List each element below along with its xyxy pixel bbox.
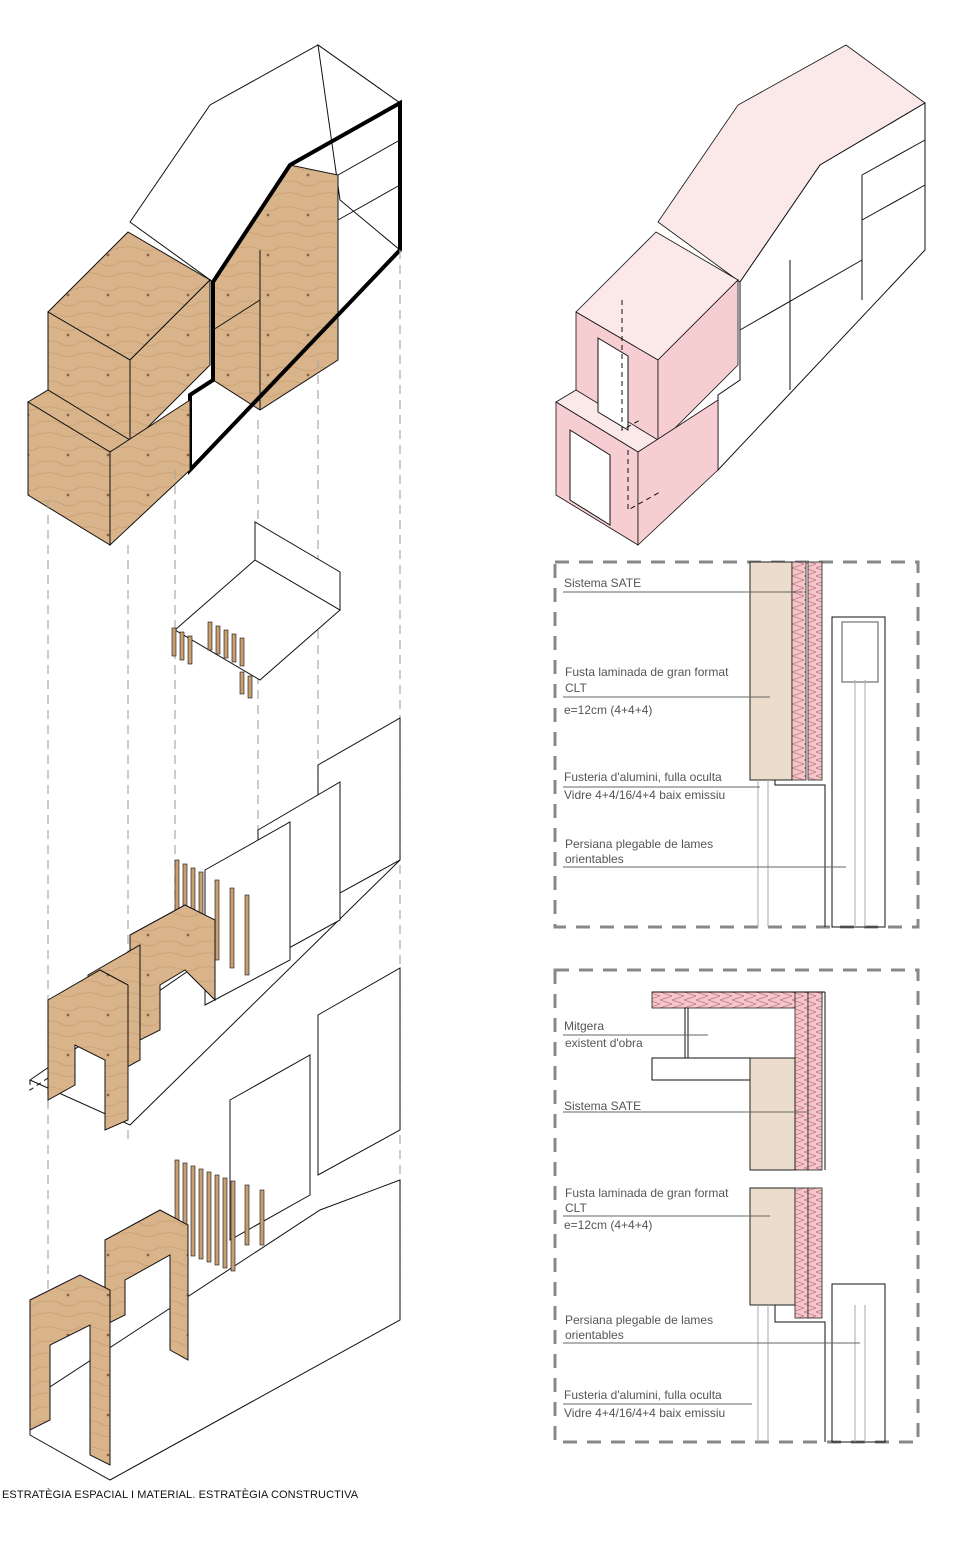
label-fusteria: Fusteria d'alumini, fulla oculta bbox=[564, 1388, 722, 1402]
label-mitgera: Mitgera bbox=[564, 1019, 604, 1033]
label-vidre: Vidre 4+4/16/4+4 baix emissiu bbox=[564, 1406, 725, 1420]
exploded-floor-middle bbox=[28, 717, 401, 1131]
exploded-floor-top bbox=[171, 521, 341, 699]
label-persiana: Persiana plegable de lames bbox=[565, 837, 713, 851]
label-fusteria: Fusteria d'alumini, fulla oculta bbox=[564, 770, 722, 784]
label-thickness: e=12cm (4+4+4) bbox=[564, 1218, 652, 1232]
label-clt: CLT bbox=[565, 681, 587, 695]
label-existent-obra: existent d'obra bbox=[565, 1036, 643, 1050]
figure-caption: ESTRATÈGIA ESPACIAL I MATERIAL. ESTRATÈG… bbox=[2, 1489, 359, 1501]
label-sistema-sate: Sistema SATE bbox=[564, 1099, 641, 1113]
label-fusta-laminada: Fusta laminada de gran format bbox=[565, 665, 729, 679]
label-fusta-laminada: Fusta laminada de gran format bbox=[565, 1186, 729, 1200]
label-thickness: e=12cm (4+4+4) bbox=[564, 703, 652, 717]
construction-detail-top: Sistema SATE Fusta laminada de gran form… bbox=[553, 560, 920, 929]
massing-axon-pink bbox=[555, 44, 926, 546]
label-vidre: Vidre 4+4/16/4+4 baix emissiu bbox=[564, 788, 725, 802]
construction-detail-bottom: Mitgera existent d'obra Sistema SATE Fus… bbox=[553, 968, 920, 1444]
exploded-floor-bottom bbox=[29, 967, 401, 1481]
label-persiana: Persiana plegable de lames bbox=[565, 1313, 713, 1327]
massing-axon-wood bbox=[27, 43, 402, 547]
label-orientables: orientables bbox=[565, 852, 624, 866]
label-clt: CLT bbox=[565, 1201, 587, 1215]
label-orientables: orientables bbox=[565, 1328, 624, 1342]
label-sistema-sate: Sistema SATE bbox=[564, 576, 641, 590]
